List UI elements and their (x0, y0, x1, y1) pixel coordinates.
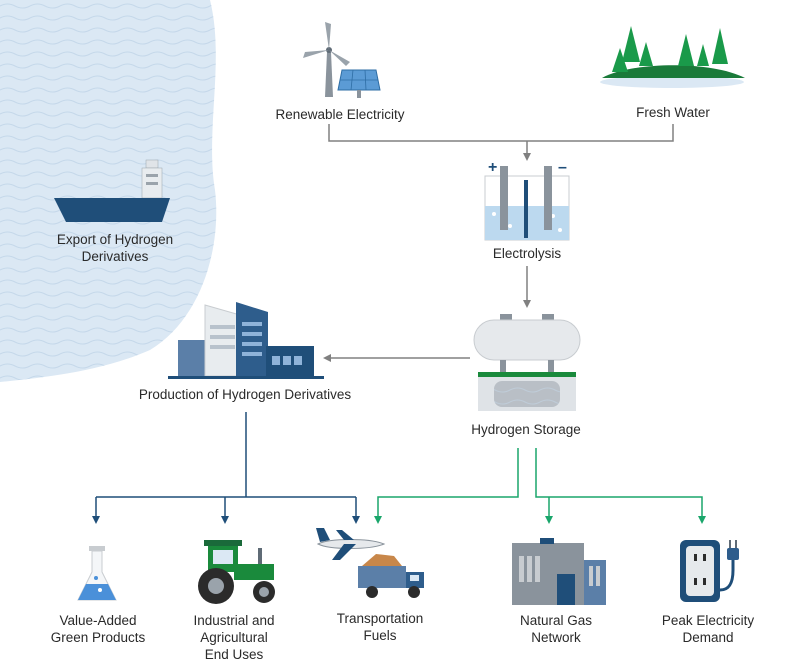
gas-network-icon (512, 538, 606, 605)
industrial-label: Industrial and Agricultural End Uses (193, 613, 275, 662)
truck-icon (358, 554, 424, 598)
transport-label: Transportation Fuels (336, 611, 424, 643)
gas-network-label: Natural Gas Network (519, 613, 593, 645)
hydrogen-storage-label: Hydrogen Storage (471, 422, 581, 437)
fresh-water-icon (600, 26, 745, 88)
tractor-icon (198, 540, 275, 604)
green-flow-lines (374, 448, 706, 524)
factory-icon (168, 302, 324, 379)
input-flow-lines (328, 124, 674, 161)
minus-sign: – (558, 159, 567, 176)
fresh-water-label: Fresh Water (636, 105, 710, 120)
green-products-label: Value-Added Green Products (50, 613, 146, 645)
plus-sign: + (488, 159, 497, 176)
renewable-electricity-label: Renewable Electricity (275, 107, 405, 122)
production-label: Production of Hydrogen Derivatives (138, 387, 352, 402)
solar-panel-icon (337, 69, 381, 98)
wind-turbine-icon (303, 22, 350, 97)
sea-area (0, 0, 217, 382)
hydrogen-storage-icon (473, 314, 581, 411)
electrolysis-label: Electrolysis (492, 246, 562, 261)
flask-icon (77, 546, 117, 601)
airplane-icon (316, 528, 386, 560)
navy-flow-lines (92, 412, 360, 524)
ship-icon (54, 159, 170, 222)
export-label: Export of Hydrogen Derivatives (56, 232, 174, 264)
peak-demand-label: Peak Electricity Demand (661, 613, 755, 645)
electrolysis-icon (484, 166, 570, 241)
power-outlet-icon (680, 540, 739, 602)
